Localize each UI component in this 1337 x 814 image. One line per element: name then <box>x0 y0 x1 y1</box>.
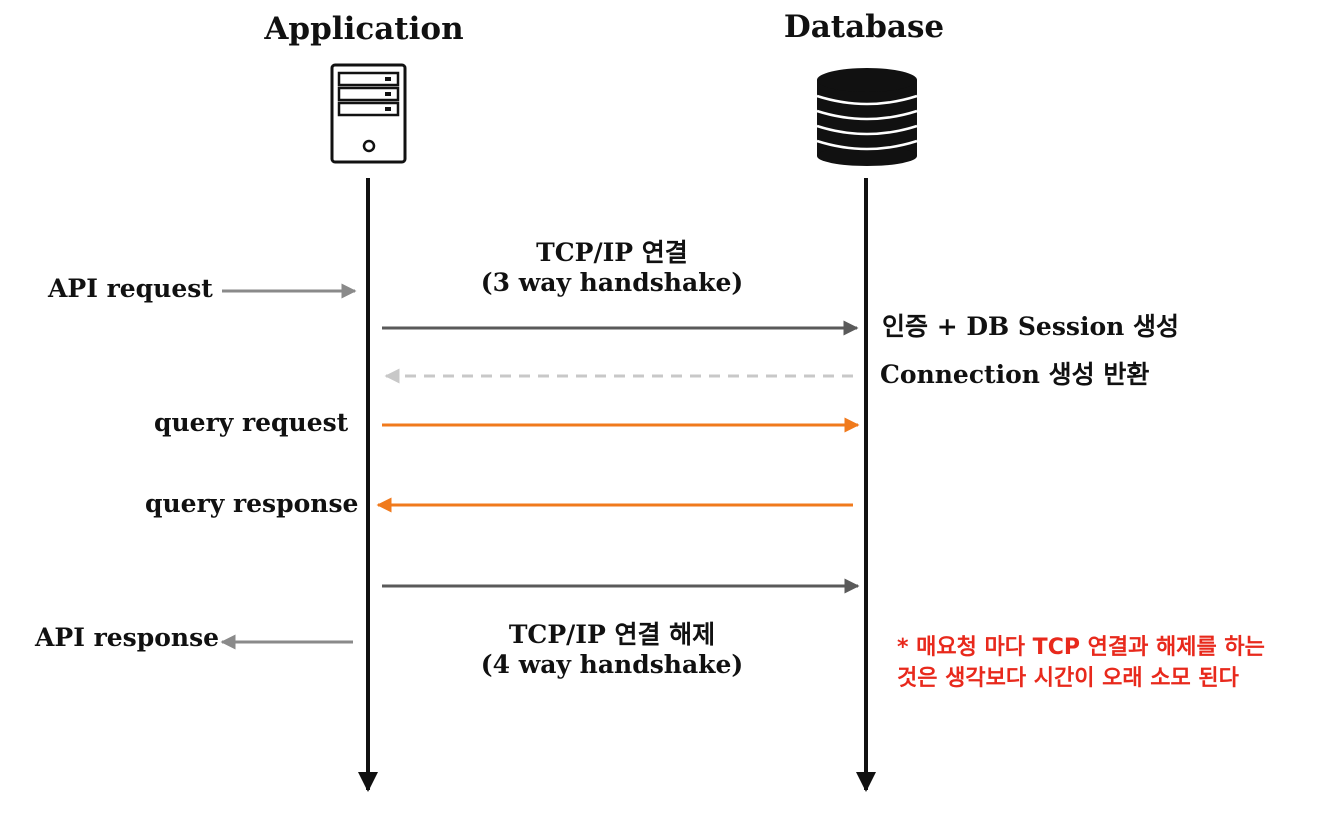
database-icon <box>816 68 918 166</box>
application-title: Application <box>264 11 464 47</box>
tcp-connect-label: TCP/IP 연결 (3 way handshake) <box>481 238 743 298</box>
tcp-disconnect-line2: (4 way handshake) <box>480 650 744 679</box>
api-response-label: API response <box>35 623 220 652</box>
tcp-disconnect-label: TCP/IP 연결 해제 (4 way handshake) <box>481 620 743 680</box>
server-icon <box>330 63 407 164</box>
api-request-label: API request <box>48 274 213 303</box>
latency-note-line2: 것은 생각보다 시간이 오래 소모 된다 <box>897 665 1239 691</box>
connection-return-label: Connection 생성 반환 <box>880 360 1150 389</box>
query-response-label: query response <box>145 489 359 518</box>
latency-note-line1: * 매요청 마다 TCP 연결과 해제를 하는 <box>897 635 1265 660</box>
query-request-label: query request <box>154 408 349 437</box>
auth-session-label: 인증 + DB Session 생성 <box>882 312 1180 341</box>
tcp-connect-line1: TCP/IP 연결 <box>536 238 688 267</box>
latency-note: * 매요청 마다 TCP 연결과 해제를 하는 것은 생각보다 시간이 오래 소… <box>897 633 1265 695</box>
tcp-connect-line2: (3 way handshake) <box>480 268 744 297</box>
database-title: Database <box>783 9 945 45</box>
tcp-disconnect-line1: TCP/IP 연결 해제 <box>508 620 716 649</box>
